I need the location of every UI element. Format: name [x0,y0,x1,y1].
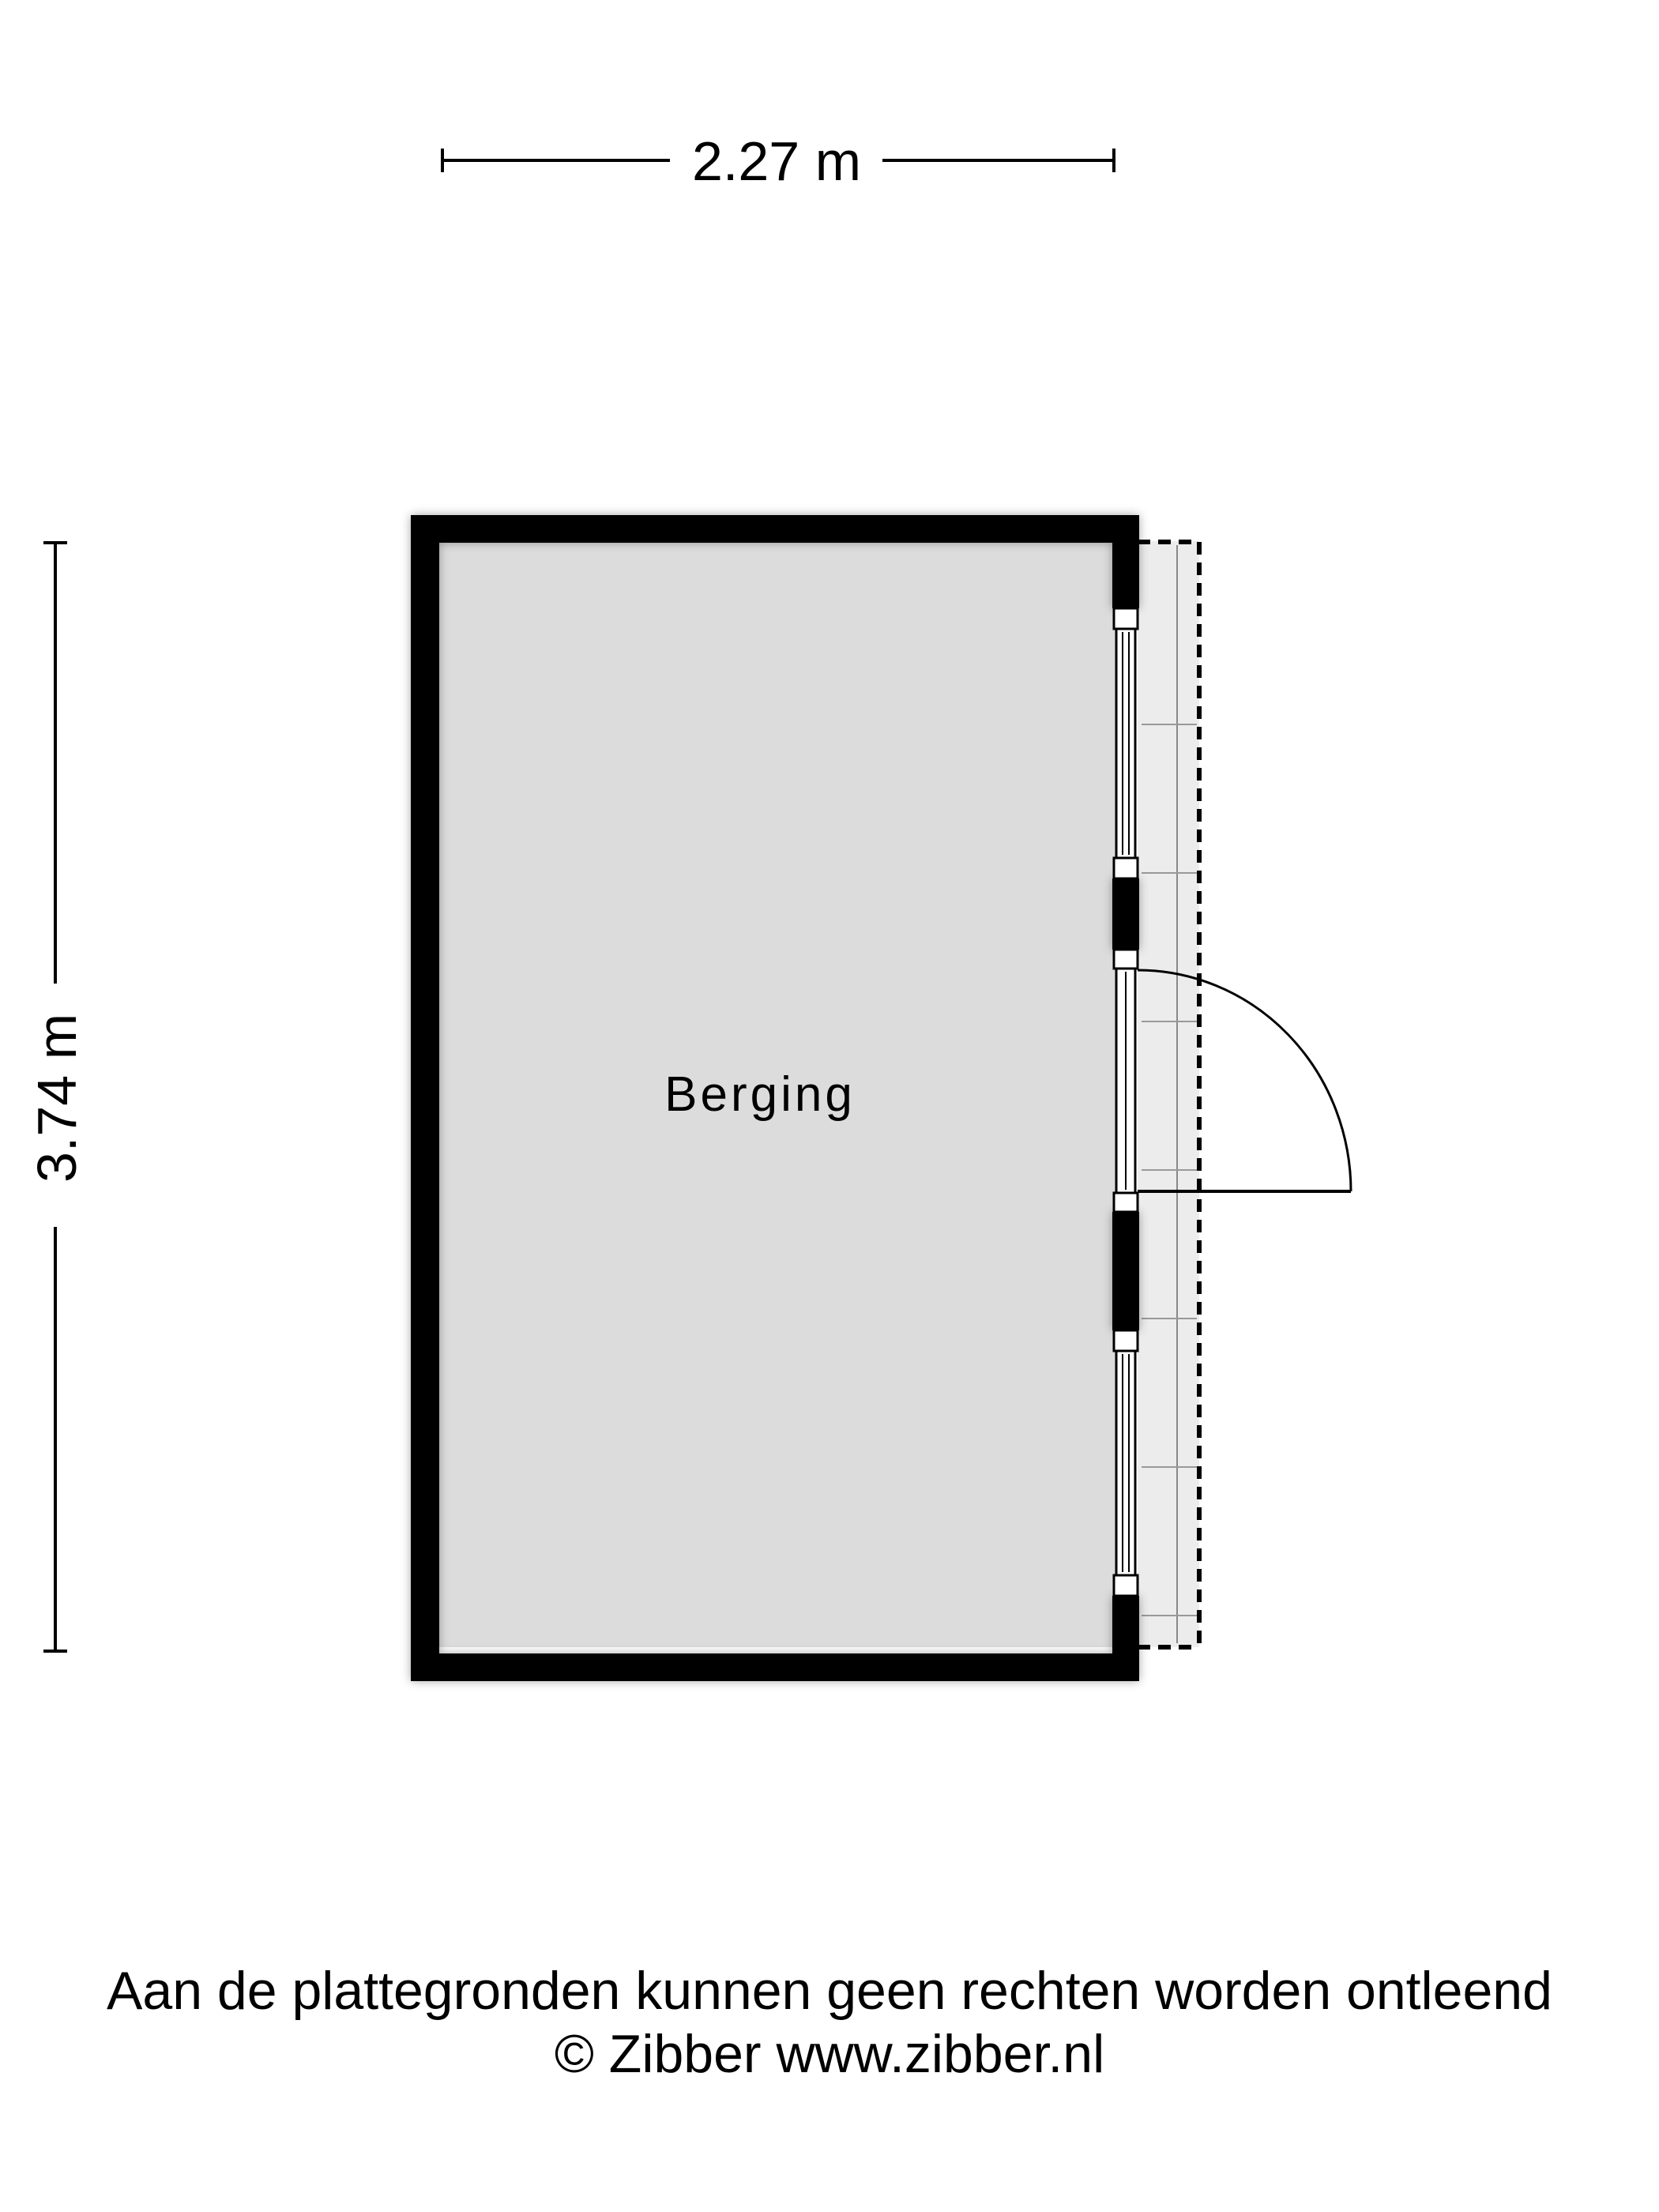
width-dimension-label: 2.27 m [692,130,861,192]
height-dimension: 3.74 m [26,541,88,1653]
disclaimer-text: Aan de plattegronden kunnen geen rechten… [107,1961,1552,2021]
window-bottom [1112,1329,1139,1597]
width-dimension: 2.27 m [441,130,1115,192]
walls [411,515,1139,1681]
copyright-text: © Zibber www.zibber.nl [554,2024,1105,2084]
door [1112,948,1352,1213]
door-swing-arc [1137,969,1352,1192]
height-dimension-label: 3.74 m [26,1014,88,1183]
room-label: Berging [664,1067,856,1122]
overhang-outline [1138,540,1202,1650]
room-floor [427,541,1118,1647]
window-top [1112,607,1139,880]
